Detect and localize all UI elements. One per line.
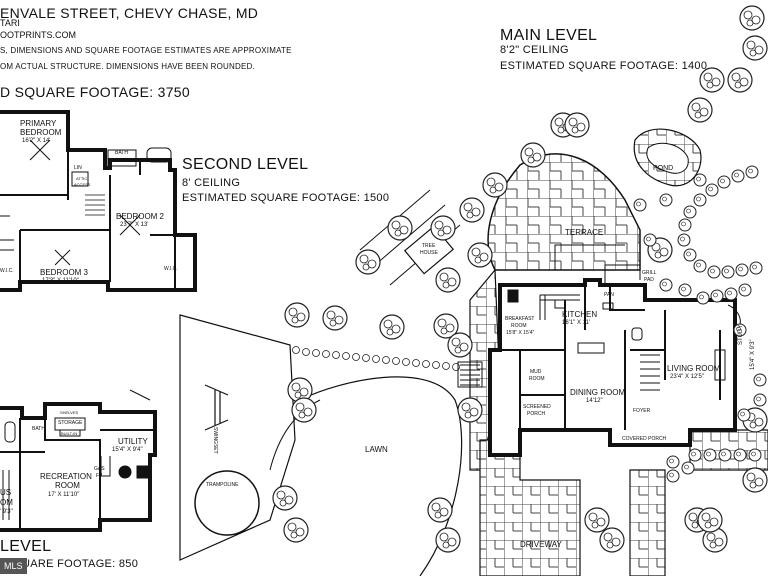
room-label-lin: LIN — [74, 165, 82, 171]
label-grill: GRILL — [642, 270, 657, 276]
pond — [633, 128, 702, 187]
room-label-bath-lower: BATH — [32, 426, 45, 432]
main-level-house — [488, 264, 741, 457]
room-label-us: US — [0, 488, 12, 497]
room-label-breakfast-2: ROOM — [511, 323, 527, 329]
yard — [179, 189, 463, 576]
room-label-wic-right: W.I.C. — [164, 266, 178, 272]
second-level-ceiling: 8' CEILING — [182, 177, 241, 189]
room-label-bath-2nd: BATH — [115, 150, 128, 156]
room-label-primary: PRIMARY — [20, 119, 57, 128]
room-dim-us: ' 9'3" — [0, 509, 13, 515]
room-label-utility: UTILITY — [118, 437, 148, 446]
main-level-title: MAIN LEVEL — [500, 27, 598, 44]
second-level-plan — [0, 110, 197, 292]
disclaimer-line-2: OM ACTUAL STRUCTURE. DIMENSIONS HAVE BEE… — [0, 62, 255, 71]
mls-badge: MLS — [0, 558, 27, 574]
room-label-bedroom3: BEDROOM 3 — [40, 268, 89, 277]
room-label-storage: STORAGE — [58, 420, 83, 426]
room-label-dining: DINING ROOM — [570, 388, 626, 397]
label-lawn: LAWN — [365, 445, 388, 454]
lower-level-title: LEVEL — [0, 538, 52, 555]
main-level-ceiling: 8'2" CEILING — [500, 44, 569, 56]
room-label-recreation-2: ROOM — [55, 481, 80, 490]
main-level-sqft: ESTIMATED SQUARE FOOTAGE: 1400 — [500, 60, 708, 72]
label-trampoline: TRAMPOLINE — [206, 482, 239, 488]
label-terrace: TERRACE — [565, 228, 604, 237]
room-label-attic-access: ACCESS — [74, 182, 91, 187]
room-label-attic: ATTIC — [76, 176, 88, 181]
label-tree-house-2: HOUSE — [420, 250, 438, 256]
lower-level-sqft: UARE FOOTAGE: 850 — [22, 558, 139, 570]
room-dim-study: 15'4" X 9'3" — [750, 339, 756, 370]
room-label-om: OM — [0, 498, 13, 507]
room-dim-primary: 16'2" X 14' — [22, 138, 51, 144]
room-label-screened-2: PORCH — [527, 411, 546, 417]
room-dim-bedroom3: 17'3" X 11'10" — [42, 278, 79, 284]
disclaimer-line-1: S, DIMENSIONS AND SQUARE FOOTAGE ESTIMAT… — [0, 46, 292, 55]
room-dim-bedroom2: 23'7" X 13' — [120, 222, 149, 228]
room-label-living: LIVING ROOM — [667, 364, 721, 373]
room-label-breakfast: BREAKFAST — [505, 316, 535, 322]
room-label-primary-2: BEDROOM — [20, 128, 62, 137]
room-label-kitchen: KITCHEN — [562, 310, 598, 319]
label-shelves: SHELVES — [60, 410, 79, 415]
label-tree-house: TREE — [422, 243, 436, 249]
room-dim-recreation: 17' X 11'10" — [48, 492, 80, 498]
label-swingset: SWINGSET — [212, 427, 218, 454]
label-pond: POND — [653, 165, 674, 172]
label-gas: GAS — [94, 466, 105, 472]
second-level-title: SECOND LEVEL — [182, 156, 309, 173]
room-label-screened: SCREENED — [523, 404, 551, 410]
room-label-mud-2: ROOM — [529, 376, 545, 382]
address-heading: ENVALE STREET, CHEVY CHASE, MD — [0, 5, 259, 21]
room-label-study: STUDY — [738, 324, 744, 345]
second-level-sqft: ESTIMATED SQUARE FOOTAGE: 1500 — [182, 192, 390, 204]
label-builtin: BUILT-IN — [61, 431, 78, 436]
label-grill-pad: PAD — [644, 277, 654, 283]
room-dim-dining: 14'12" — [586, 398, 603, 404]
room-dim-kitchen: 16'1" X 11' — [562, 320, 590, 326]
lower-level-plan — [0, 389, 157, 532]
label-driveway: DRIVEWAY — [520, 540, 562, 549]
room-label-recreation: RECREATION — [40, 472, 92, 481]
room-label-pan: PAN — [604, 292, 614, 298]
room-dim-utility: 15'4" X 9'4" — [112, 447, 143, 453]
room-dim-living: 23'4" X 12'5" — [670, 374, 704, 380]
total-square-footage: D SQUARE FOOTAGE: 3750 — [0, 84, 190, 100]
website-text: OOTPRINTS.COM — [0, 30, 76, 40]
label-fp: FP — [96, 473, 103, 479]
room-dim-breakfast: 15'8" X 15'4" — [506, 330, 535, 336]
room-label-foyer: FOYER — [633, 408, 651, 414]
room-label-bedroom2: BEDROOM 2 — [116, 212, 165, 221]
label-covered-porch: COVERED PORCH — [622, 436, 667, 442]
room-label-mud: MUD — [530, 369, 542, 375]
agent-name: TARI — [0, 18, 20, 28]
room-label-wic-left: W.I.C. — [0, 268, 14, 274]
